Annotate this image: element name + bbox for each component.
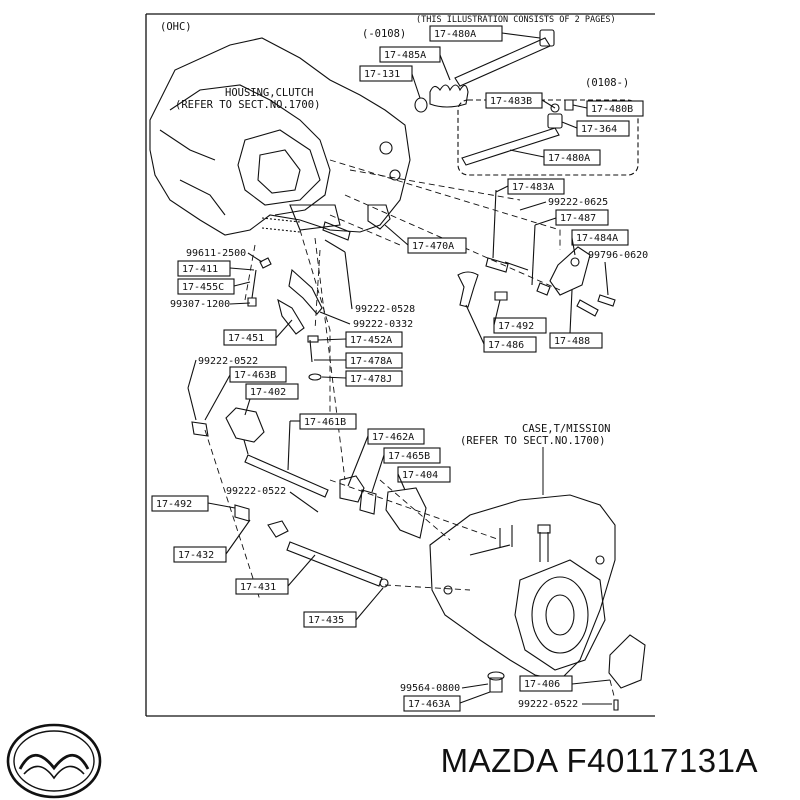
label-99564-0800: 99564-0800 (400, 683, 460, 694)
label-99307-1200: 99307-1200 (170, 299, 230, 310)
mazda-logo-icon (6, 723, 102, 799)
label-17-411: 17-411 (182, 264, 218, 275)
label-99222-0522-c: 99222-0522 (518, 699, 578, 710)
brand-part-number: MAZDA F40117131A (440, 742, 758, 779)
label-17-478J: 17-478J (350, 374, 392, 385)
label-17-470A: 17-470A (412, 241, 454, 252)
engine-tag: (OHC) (160, 21, 192, 33)
label-17-488: 17-488 (554, 336, 590, 347)
label-17-463A: 17-463A (408, 699, 450, 710)
label-17-452A: 17-452A (350, 335, 392, 346)
part-labels: (-0108) 17-480A 17-485A 17-131 (0108-) 1… (151, 25, 648, 712)
transmission-case-drawing (429, 494, 616, 681)
clutch-housing-drawing (149, 37, 411, 236)
serial-before-note: (-0108) (362, 28, 406, 40)
label-17-483A: 17-483A (512, 182, 554, 193)
label-17-131: 17-131 (364, 69, 400, 80)
selector-mechanism-drawing (457, 189, 616, 317)
label-17-465B: 17-465B (388, 451, 430, 462)
label-17-462A: 17-462A (372, 432, 414, 443)
label-17-463B: 17-463B (234, 370, 276, 381)
label-17-432: 17-432 (178, 550, 214, 561)
label-17-487: 17-487 (560, 213, 596, 224)
label-17-478A: 17-478A (350, 356, 392, 367)
label-17-404: 17-404 (402, 470, 438, 481)
label-17-484A: 17-484A (576, 233, 618, 244)
detent-parts-drawing (247, 204, 391, 381)
label-17-402: 17-402 (250, 387, 286, 398)
label-99222-0625: 99222-0625 (548, 197, 608, 208)
label-17-480A-top: 17-480A (434, 29, 476, 40)
label-99222-0332: 99222-0332 (353, 319, 413, 330)
label-99796-0620: 99796-0620 (588, 250, 648, 261)
label-17-492-right: 17-492 (498, 321, 534, 332)
bottom-fork-drawing (487, 634, 646, 711)
label-17-455C: 17-455C (182, 282, 224, 293)
label-99222-0528: 99222-0528 (355, 304, 415, 315)
label-17-431: 17-431 (240, 582, 276, 593)
label-17-486: 17-486 (488, 340, 524, 351)
case-title: CASE,T/MISSION (522, 423, 611, 435)
label-17-364: 17-364 (581, 124, 617, 135)
label-17-480B: 17-480B (591, 104, 633, 115)
housing-title: HOUSING,CLUTCH (225, 87, 314, 99)
alignment-lines (204, 159, 616, 701)
label-17-451: 17-451 (228, 333, 264, 344)
label-17-483B: 17-483B (490, 96, 532, 107)
label-99222-0522-a: 99222-0522 (198, 356, 258, 367)
label-99222-0522-b: 99222-0522 (226, 486, 286, 497)
housing-ref: (REFER TO SECT.NO.1700) (175, 99, 320, 111)
label-17-435: 17-435 (308, 615, 344, 626)
label-17-406: 17-406 (524, 679, 560, 690)
pages-note: (THIS ILLUSTRATION CONSISTS OF 2 PAGES) (416, 15, 616, 25)
shift-forks-drawing (187, 387, 427, 588)
label-17-485A: 17-485A (384, 50, 426, 61)
serial-after-note: (0108-) (585, 77, 629, 89)
label-17-461B: 17-461B (304, 417, 346, 428)
case-ref: (REFER TO SECT.NO.1700) (460, 435, 605, 447)
label-17-480A-mid: 17-480A (548, 153, 590, 164)
label-17-492-left: 17-492 (156, 499, 192, 510)
label-99611-2500: 99611-2500 (186, 248, 246, 259)
